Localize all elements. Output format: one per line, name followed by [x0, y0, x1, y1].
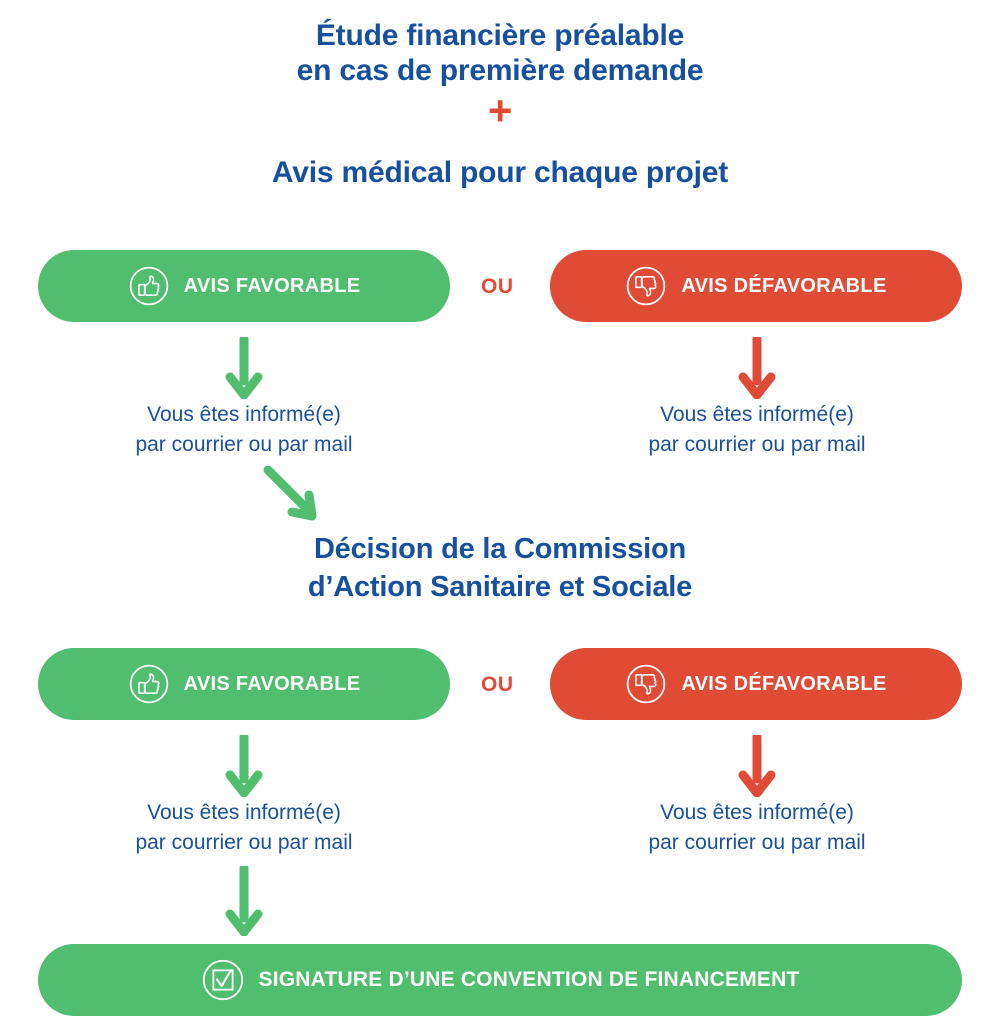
pill-label: AVIS FAVORABLE: [183, 672, 361, 695]
plus-icon: +: [487, 86, 513, 134]
caption-line-2: par courrier ou par mail: [135, 830, 353, 854]
caption-favorable-stage1: Vous êtes informé(e) par courrier ou par…: [74, 400, 414, 460]
title-line-2: en cas de première demande: [296, 54, 704, 88]
pill-avis-favorable-stage2[interactable]: AVIS FAVORABLE: [38, 648, 450, 720]
page-title: Étude financière préalable en cas de pre…: [0, 18, 1000, 134]
caption-line-1: Vous êtes informé(e): [660, 403, 854, 426]
pill-label: AVIS DÉFAVORABLE: [681, 274, 887, 297]
caption-line-1: Vous êtes informé(e): [660, 801, 854, 824]
arrow-favorable-stage2: [225, 735, 263, 797]
caption-line-2: par courrier ou par mail: [648, 432, 866, 456]
thumbs-up-circle-icon: [129, 664, 168, 704]
caption-line-2: par courrier ou par mail: [648, 830, 866, 854]
arrow-defavorable-stage1: [738, 337, 776, 399]
signature-label: SIGNATURE D’UNE CONVENTION DE FINANCEMEN…: [258, 968, 800, 991]
caption-line-2: par courrier ou par mail: [135, 432, 353, 456]
checkbox-circle-icon: [202, 959, 243, 1001]
or-connector-stage1: OU: [481, 275, 514, 298]
caption-defavorable-stage1: Vous êtes informé(e) par courrier ou par…: [587, 400, 927, 460]
commission-heading: Décision de la Commission d’Action Sanit…: [0, 530, 1000, 607]
pill-avis-favorable-stage1[interactable]: AVIS FAVORABLE: [38, 250, 450, 322]
arrow-defavorable-stage2: [738, 735, 776, 797]
thumbs-down-circle-icon: [627, 266, 666, 306]
commission-line-1: Décision de la Commission: [313, 533, 687, 565]
caption-favorable-stage2: Vous êtes informé(e) par courrier ou par…: [74, 798, 414, 858]
arrow-to-commission: [263, 466, 317, 521]
caption-line-1: Vous êtes informé(e): [147, 801, 341, 824]
thumbs-up-circle-icon: [129, 266, 168, 306]
or-connector-stage2: OU: [481, 673, 514, 696]
signature-convention-bar[interactable]: SIGNATURE D’UNE CONVENTION DE FINANCEMEN…: [38, 944, 962, 1016]
pill-label: AVIS FAVORABLE: [183, 274, 361, 297]
pill-avis-defavorable-stage1[interactable]: AVIS DÉFAVORABLE: [550, 250, 962, 322]
pill-avis-defavorable-stage2[interactable]: AVIS DÉFAVORABLE: [550, 648, 962, 720]
caption-defavorable-stage2: Vous êtes informé(e) par courrier ou par…: [587, 798, 927, 858]
commission-line-2: d’Action Sanitaire et Sociale: [307, 571, 693, 604]
arrow-favorable-stage1: [225, 337, 263, 399]
pill-label: AVIS DÉFAVORABLE: [681, 672, 887, 695]
arrow-to-signature: [225, 866, 263, 936]
page-subtitle: Avis médical pour chaque projet: [271, 156, 729, 189]
caption-line-1: Vous êtes informé(e): [147, 403, 341, 426]
title-line-1: Étude financière préalable: [315, 19, 685, 52]
thumbs-down-circle-icon: [627, 664, 666, 704]
